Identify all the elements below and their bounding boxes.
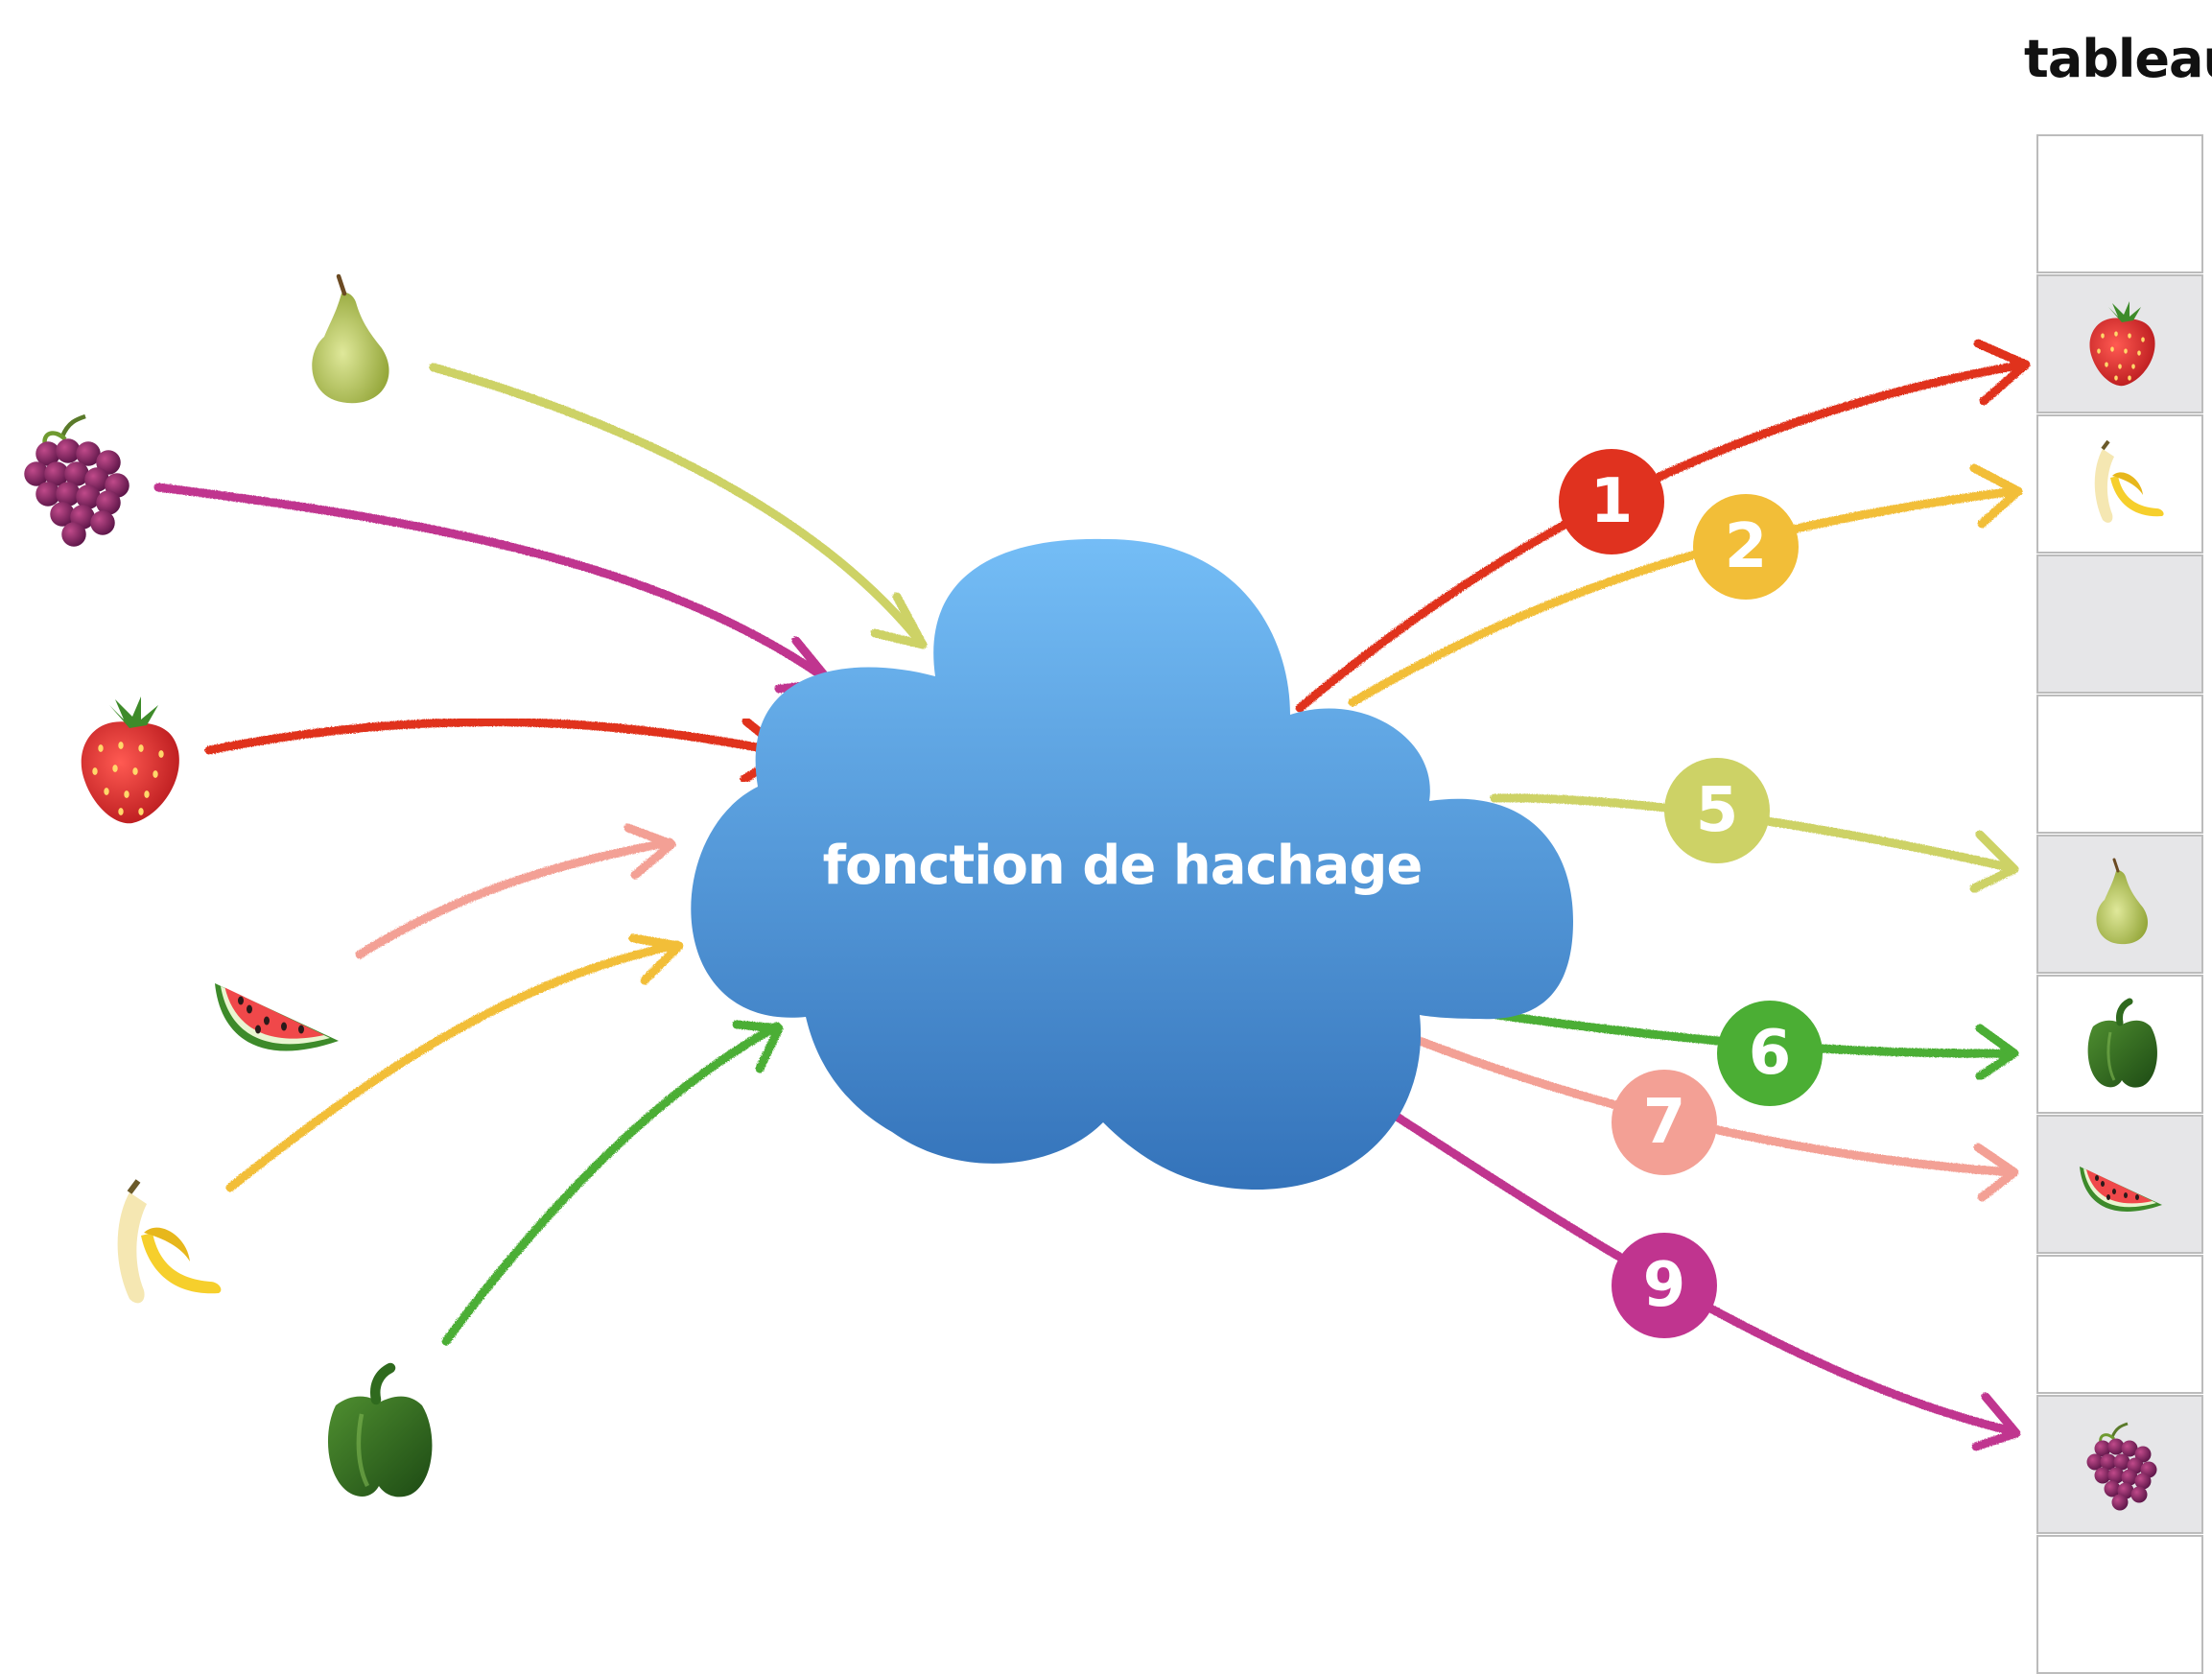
index-label: 9 [1642,1250,1686,1321]
index-badge-2: 2 [1693,494,1799,600]
input-grapes-icon [5,408,149,552]
input-arrow [204,717,791,784]
slot-pear-icon [2074,858,2170,954]
input-arrow [355,823,676,959]
index-badge-1: 1 [1559,449,1664,554]
table-slot [2036,554,2203,694]
index-badge-6: 6 [1717,1001,1823,1106]
table-slot [2036,975,2203,1114]
input-arrow [225,933,684,1192]
output-arrow [1295,339,2031,713]
table-slot [2036,1395,2203,1534]
input-arrow [441,1020,784,1346]
hash-function-label: fonction de hachage [822,835,1424,897]
table-slot [2036,134,2203,273]
slot-strawberry-icon [2074,297,2170,393]
index-label: 6 [1748,1018,1792,1089]
slot-banana-icon [2074,437,2170,533]
hash-function-cloud [691,538,1573,1190]
table-slot [2036,274,2203,413]
input-strawberry-icon [58,691,201,835]
input-watermelon-icon [206,940,350,1084]
index-label: 5 [1695,775,1739,846]
table-slot [2036,1255,2203,1394]
slot-watermelon-icon [2074,1138,2170,1234]
table-slot [2036,835,2203,974]
input-bell-pepper-icon [307,1362,451,1506]
input-arrow [429,363,928,649]
index-label: 7 [1642,1087,1686,1158]
index-label: 1 [1589,466,1634,537]
index-label: 2 [1724,511,1768,582]
table-title: tableau [2024,29,2212,89]
index-badge-5: 5 [1664,758,1770,863]
index-badge-9: 9 [1612,1233,1717,1338]
table-slot [2036,1115,2203,1254]
slot-bell-pepper-icon [2074,998,2170,1094]
table-slot [2036,414,2203,554]
output-arrow [1415,1036,2019,1202]
table-slot [2036,695,2203,834]
index-badge-7: 7 [1612,1070,1717,1175]
table-slot [2036,1535,2203,1674]
input-arrow [153,483,835,694]
slot-grapes-icon [2074,1418,2170,1514]
input-banana-icon [86,1175,230,1319]
input-pear-icon [278,273,422,417]
output-arrow [1348,463,2023,707]
